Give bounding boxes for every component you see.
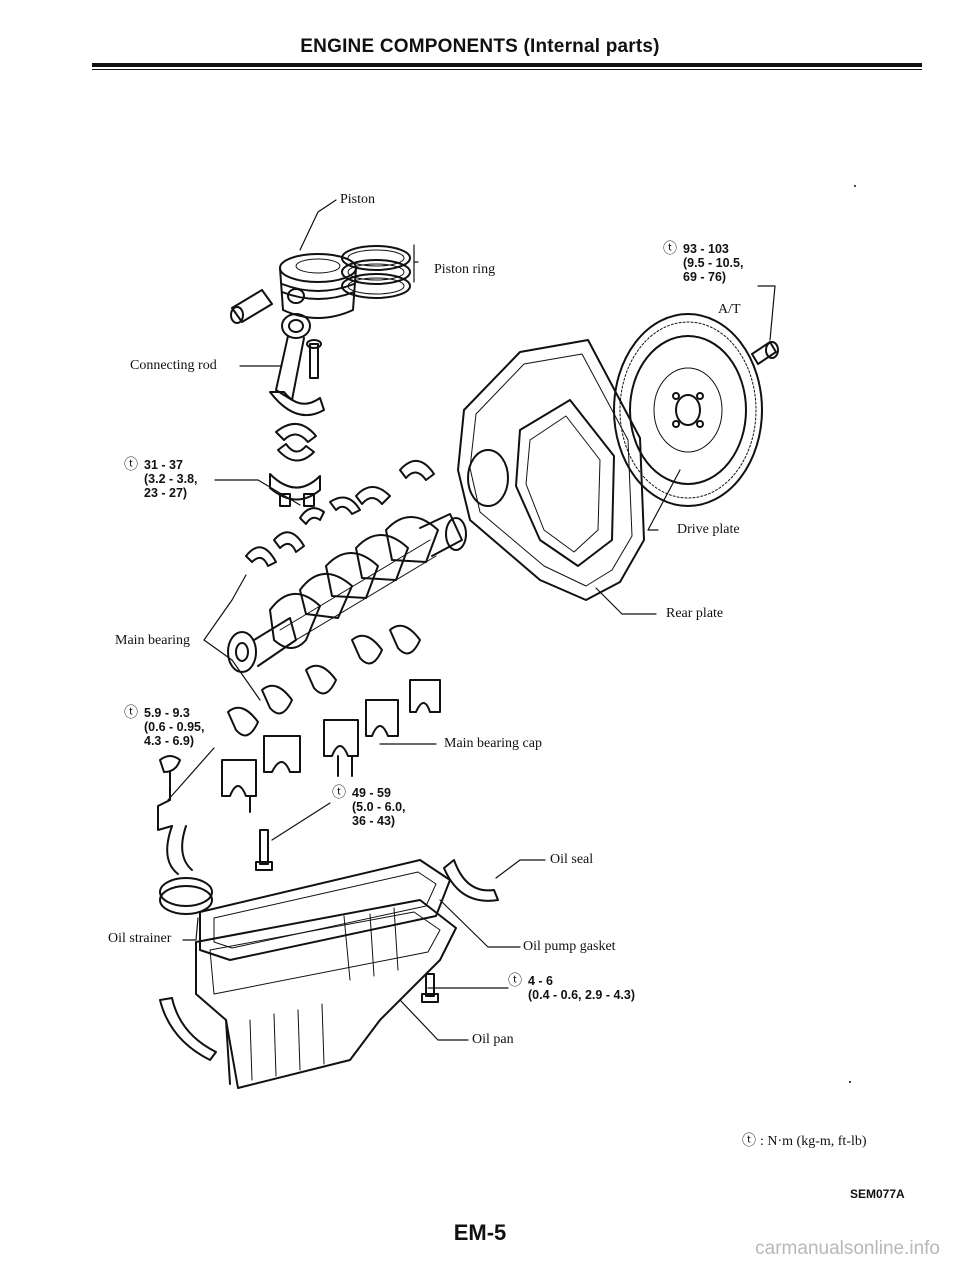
label-oil-strainer: Oil strainer	[108, 931, 172, 946]
front-seal-arc	[159, 997, 217, 1061]
label-oil-pump-gasket: Oil pump gasket	[523, 939, 616, 954]
label-at: A/T	[718, 302, 741, 317]
label-main-bearing: Main bearing	[115, 633, 191, 648]
drive-plate-bolt	[751, 341, 779, 365]
rear-plate	[457, 339, 645, 601]
header-rule-thin	[92, 69, 922, 70]
page-title: ENGINE COMPONENTS (Internal parts)	[300, 36, 660, 57]
page-number: EM-5	[453, 1220, 507, 1245]
torque-icon: ⓣ	[742, 1133, 756, 1149]
label-main-bearing-cap: Main bearing cap	[444, 736, 542, 751]
legend-text: : N·m (kg-m, ft-lb)	[760, 1134, 867, 1149]
upper-main-bearings	[245, 460, 435, 567]
header-rule	[92, 63, 922, 67]
watermark: carmanualsonline.info	[755, 1238, 940, 1259]
label-oil-seal: Oil seal	[550, 852, 594, 867]
rod-bearing-shells	[269, 423, 321, 507]
figure-code: SEM077A	[850, 1187, 905, 1201]
label-oil-pan: Oil pan	[472, 1032, 514, 1047]
pan-bolt	[255, 829, 439, 1003]
oil-pump-gasket	[199, 859, 451, 961]
torque-icon: ⓣ	[332, 785, 346, 801]
leader-lines	[167, 199, 776, 1041]
oil-seal	[443, 859, 499, 902]
label-connecting-rod: Connecting rod	[130, 358, 217, 373]
piston	[279, 253, 357, 319]
label-piston-ring: Piston ring	[434, 262, 496, 277]
piston-pin	[230, 289, 273, 324]
label-drive-plate: Drive plate	[677, 522, 740, 537]
oil-strainer	[157, 755, 213, 915]
label-rear-plate: Rear plate	[666, 606, 724, 621]
connecting-rod	[269, 313, 325, 417]
main-bearing-caps	[221, 679, 441, 813]
crankshaft	[227, 513, 467, 673]
torque-icon: ⓣ	[508, 973, 522, 989]
torque-icon: ⓣ	[124, 457, 138, 473]
torque-legend: ⓣ : N·m (kg-m, ft-lb)	[742, 1130, 867, 1150]
torque-icon: ⓣ	[124, 705, 138, 721]
torque-icon: ⓣ	[663, 241, 677, 257]
piston-rings	[341, 245, 411, 299]
drive-plate	[613, 313, 763, 507]
lower-main-bearings	[227, 624, 421, 737]
oil-pan	[195, 899, 457, 1089]
label-piston: Piston	[340, 192, 376, 207]
